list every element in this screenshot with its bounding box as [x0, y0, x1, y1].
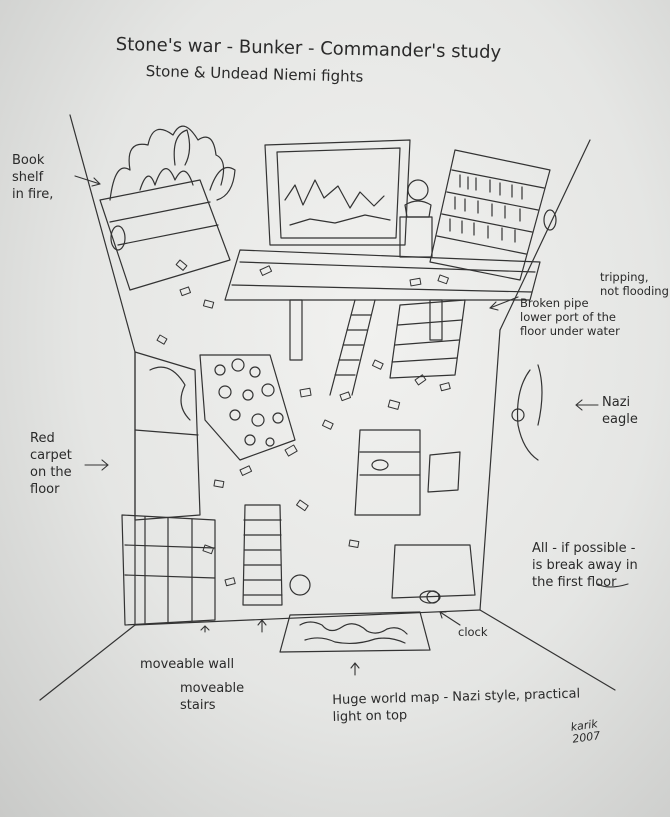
- commander-desk: [354, 429, 461, 516]
- wall-lamp-right: [543, 209, 557, 231]
- bust-statue: [399, 179, 433, 258]
- burning-bookshelf: [99, 125, 236, 291]
- annotation-movable-wall: moveable wall: [140, 657, 235, 672]
- ceiling-beams: [224, 249, 541, 361]
- left-wall-panels: [121, 351, 216, 626]
- annotation-broken-pipe: Broken pipe lower port of the floor unde…: [520, 296, 620, 338]
- annotation-breakaway: All - if possible - is break away in the…: [532, 541, 638, 590]
- world-map-carpet: [279, 611, 431, 653]
- small-table: [391, 544, 476, 604]
- ceiling-bookshelf: [429, 149, 551, 281]
- annotation-nazi-eagle: Nazi eagle: [602, 395, 638, 427]
- lower-bookshelf: [389, 299, 466, 379]
- annotation-world-map: Huge world map - Nazi style, practical l…: [332, 686, 581, 725]
- perspective-lines: [39, 114, 616, 701]
- annotation-moveable-stairs: moveable stairs: [180, 681, 245, 713]
- moveable-stairs: [242, 504, 283, 606]
- ladder: [329, 299, 376, 396]
- nazi-eagle-icon: [511, 364, 543, 461]
- ceiling-painting: [264, 139, 411, 246]
- annotation-tripping: tripping, not flooding: [600, 270, 669, 298]
- wall-lamp-left: [110, 225, 126, 251]
- annotation-clock: clock: [458, 625, 488, 639]
- annotation-bookshelf-fire: Book shelf in fire,: [12, 153, 54, 202]
- annotation-arrows: [74, 175, 629, 676]
- rubble-pile: [149, 354, 296, 461]
- annotation-red-carpet: Red carpet on the floor: [30, 431, 72, 497]
- globe: [289, 574, 311, 596]
- artist-signature: karik 2007: [569, 717, 602, 746]
- scattered-papers: [156, 259, 451, 587]
- clock-icon: [426, 590, 440, 604]
